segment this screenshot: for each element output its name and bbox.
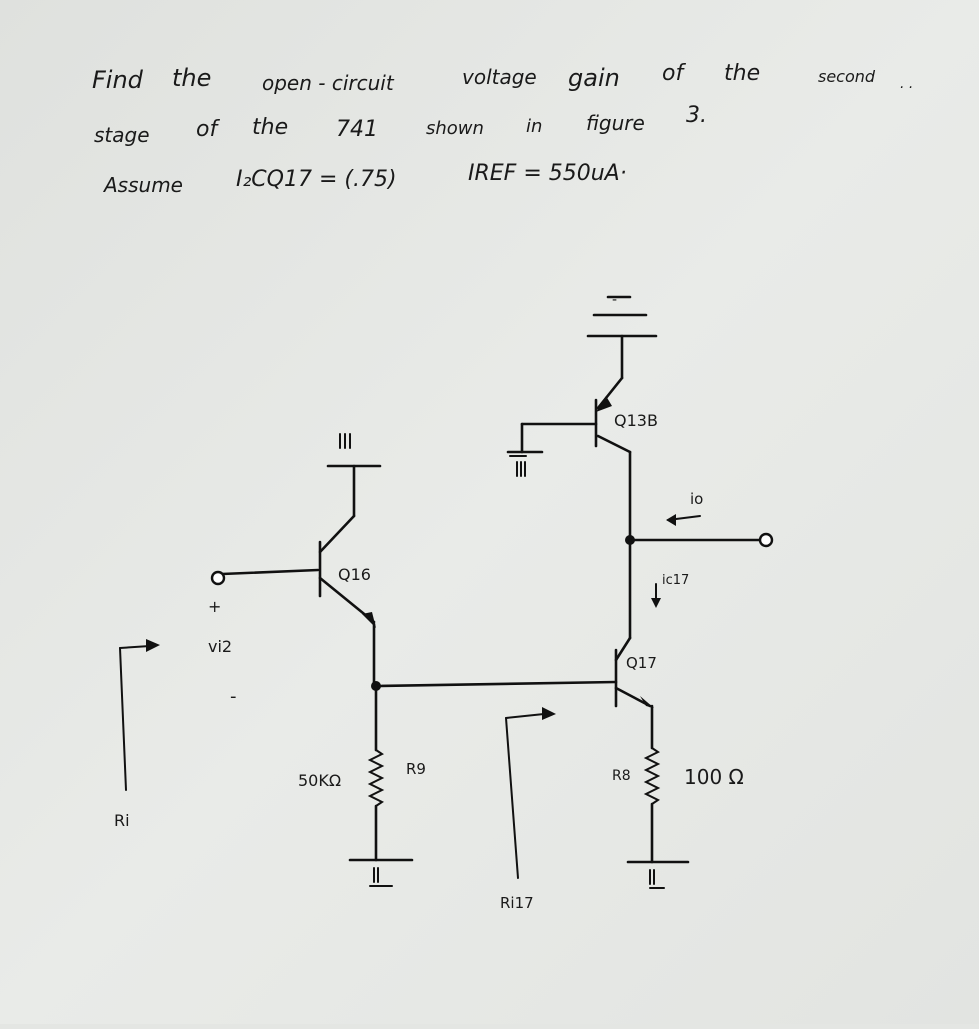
r8-value: 100 Ω (684, 765, 744, 789)
word: of (662, 61, 686, 86)
word: stage (94, 123, 150, 147)
word: the (724, 61, 760, 86)
word: of (196, 117, 220, 142)
resistor-r8: R8 100 Ω (612, 747, 744, 864)
circuit-diagram: Q13B io ic17 (114, 292, 774, 912)
ic17-indicator: ic17 (651, 573, 689, 608)
ri17-indicator: Ri17 (500, 707, 556, 912)
word: in (526, 116, 542, 137)
transistor-q17: Q17 (614, 538, 657, 750)
word: second (818, 67, 876, 86)
q13b-label: Q13B (614, 411, 658, 430)
ground-r8 (626, 860, 690, 889)
supply-mark: - (612, 292, 617, 308)
word: the (172, 64, 211, 92)
r9-name: R9 (406, 760, 426, 778)
input-terminal-group: + vi2 - (208, 570, 237, 707)
vi2-label: vi2 (208, 637, 232, 656)
transistor-q13b: Q13B (520, 376, 658, 542)
resistor-r9: 50KΩ R9 (298, 684, 426, 862)
word: figure (586, 111, 645, 135)
ri-label: Ri (114, 811, 130, 830)
q16-label: Q16 (338, 565, 371, 584)
input-plus: + (208, 597, 221, 616)
icq17-assumption: I₂CQ17 = (.75) (236, 167, 397, 192)
io-label: io (690, 490, 703, 508)
word: Assume (102, 173, 183, 197)
word: open - circuit (262, 71, 395, 95)
ri17-label: Ri17 (500, 894, 534, 912)
word: 3. (686, 103, 707, 128)
iref-assumption: IREF = 550uA· (468, 161, 627, 186)
ri-indicator: Ri (114, 639, 160, 830)
word: voltage (462, 65, 537, 89)
positive-supply-q16 (326, 433, 382, 518)
word: gain (568, 64, 620, 92)
ic17-label: ic17 (662, 573, 689, 588)
word: 741 (336, 117, 378, 142)
r9-value: 50KΩ (298, 771, 341, 790)
problem-statement: Find the open - circuit voltage gain of … (92, 61, 913, 197)
word: shown (426, 118, 484, 139)
input-minus: - (230, 686, 237, 707)
word: the (252, 115, 288, 140)
r8-name: R8 (612, 768, 631, 784)
input-terminal (210, 570, 226, 586)
word-trail: . . (900, 76, 913, 92)
positive-supply-q13b (586, 295, 658, 380)
ground-q13b-base (506, 422, 544, 477)
ground-r9 (348, 858, 414, 887)
q17-label: Q17 (626, 654, 657, 672)
transistor-q16: Q16 (220, 514, 376, 688)
output-terminal (758, 532, 774, 548)
word: Find (92, 66, 144, 94)
